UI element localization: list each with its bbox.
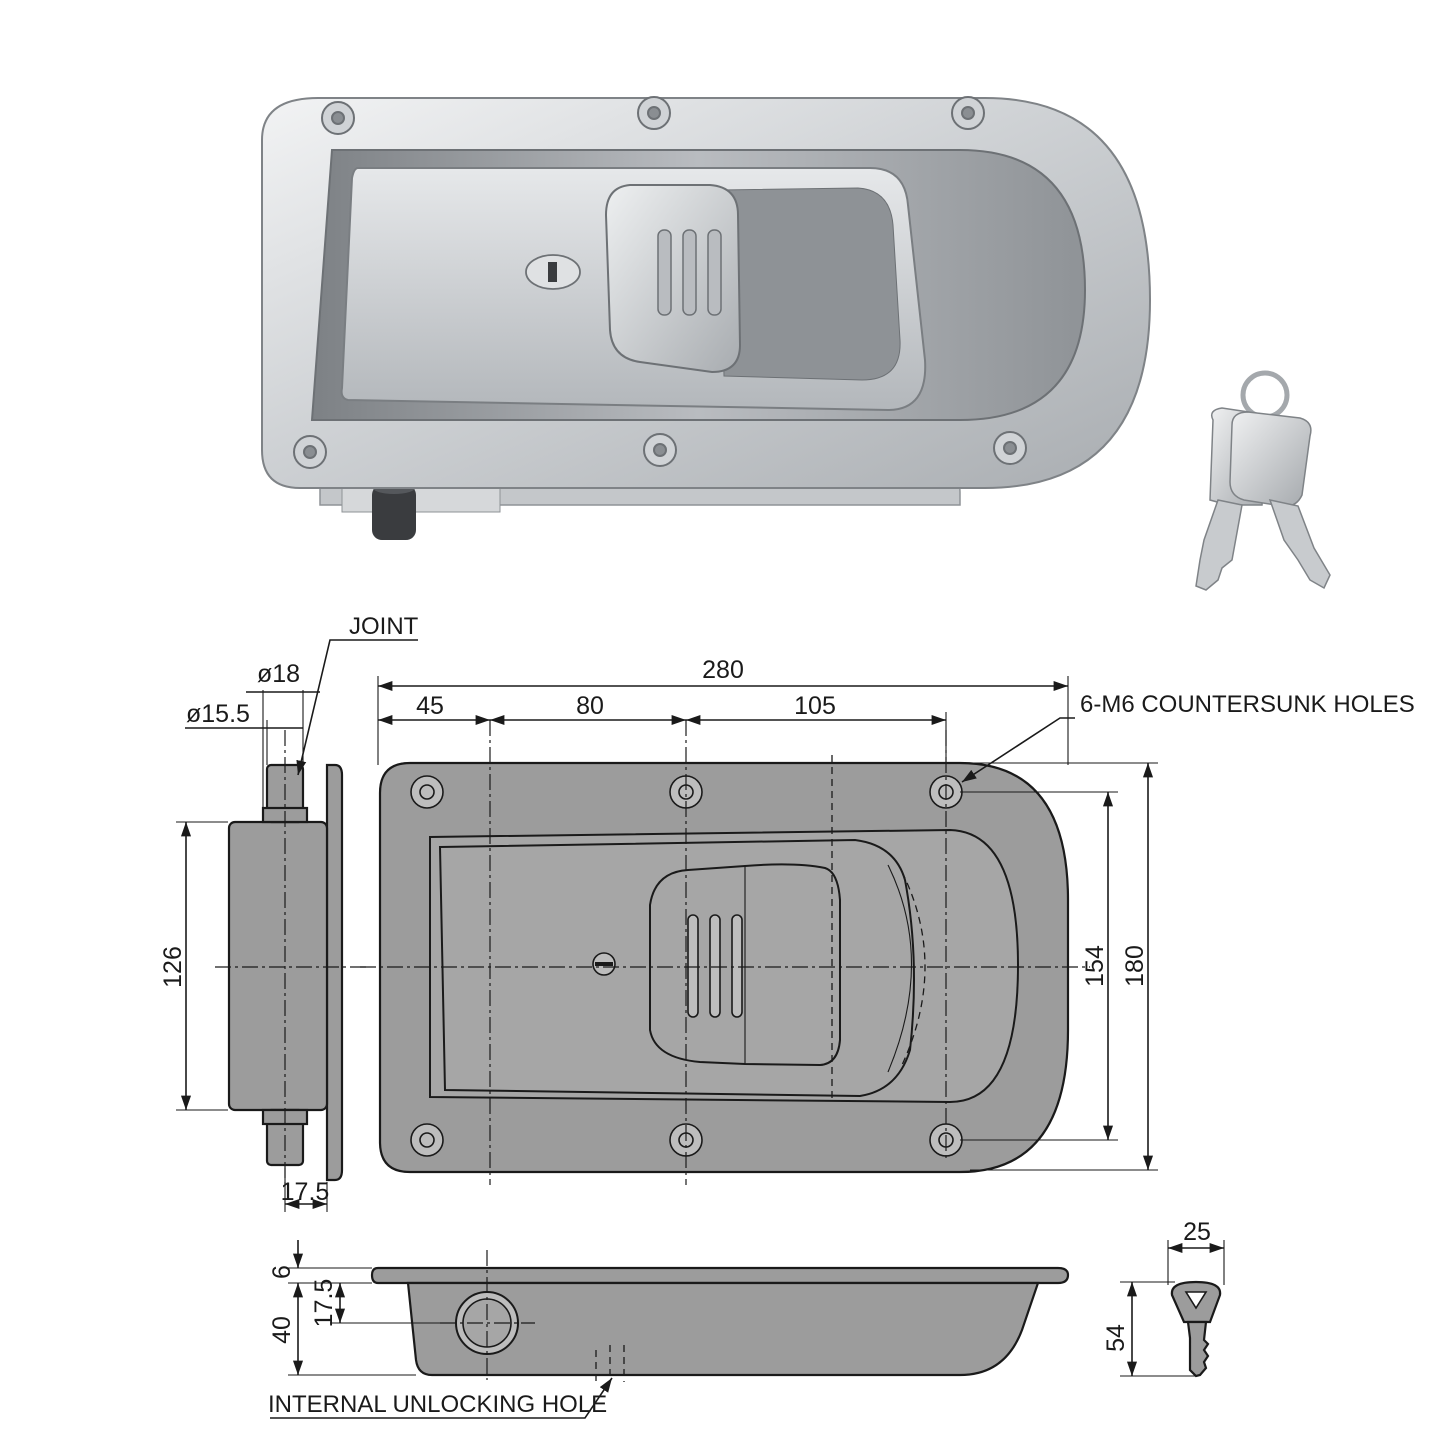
latch-photo [261,96,1152,540]
dim-40-label: 40 [268,1316,296,1344]
dim-154-label: 154 [1081,945,1109,987]
key-cylinder [525,254,581,290]
dim-45-label: 45 [416,692,444,720]
dim-54-label: 54 [1102,1324,1130,1352]
front-view [360,720,1090,1185]
dim-25-label: 25 [1183,1218,1211,1246]
keys-photo [1195,370,1331,591]
internal-unlocking-hole-label: INTERNAL UNLOCKING HOLE [268,1391,607,1418]
push-button [604,184,742,374]
dim-280-label: 280 [702,656,744,684]
dia-15-5-label: ø15.5 [186,700,250,728]
key-icon [1229,411,1331,590]
side-view [215,730,370,1185]
dimension-lines [176,639,1158,1212]
mounting-holes-photo [293,96,1027,469]
dim-80-label: 80 [576,692,604,720]
joint-label: JOINT [349,613,419,640]
front-grip-ridges [687,914,743,1018]
grip-ridges [657,229,722,316]
dim-180-label: 180 [1121,945,1149,987]
dim-105-label: 105 [794,692,836,720]
dim-126-label: 126 [159,946,187,988]
dim-17-5-label: 17.5 [281,1178,330,1206]
dim-6-label: 6 [268,1265,296,1279]
countersunk-holes-label: 6-M6 COUNTERSUNK HOLES [1080,691,1415,718]
dia-18-label: ø18 [257,660,300,688]
key-drawing [1120,1240,1225,1378]
dim-17-5-side-label: 17.5 [310,1279,338,1328]
bottom-view [270,1240,1070,1419]
key-ring-icon [1240,370,1290,420]
